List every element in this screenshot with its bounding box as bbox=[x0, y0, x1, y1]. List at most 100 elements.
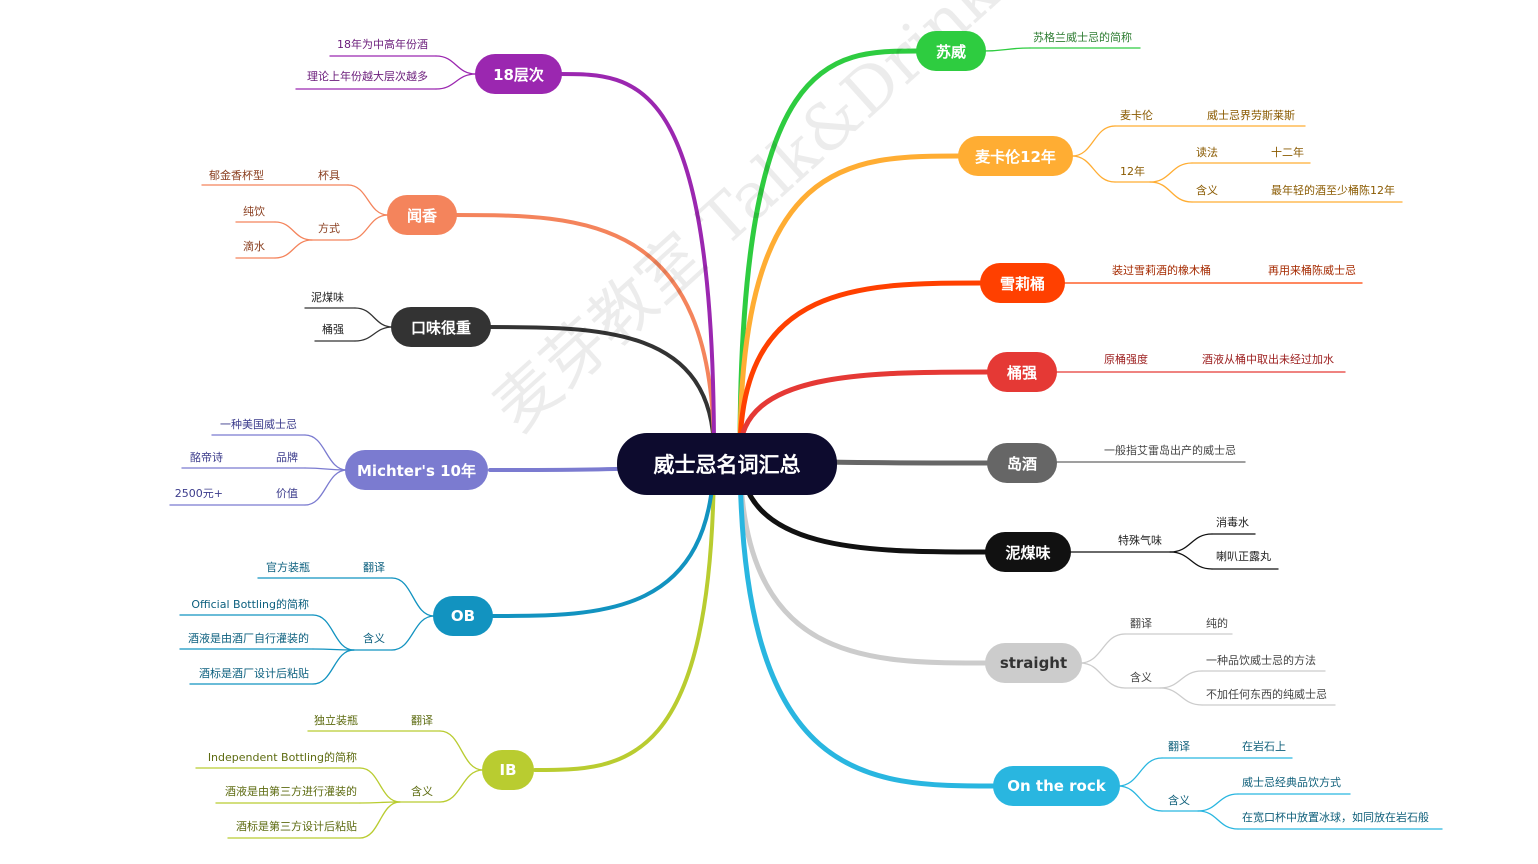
rock-mean-link bbox=[1117, 785, 1163, 812]
mac-mean: 含义 bbox=[1196, 184, 1218, 197]
mac-year-link bbox=[1071, 155, 1116, 183]
cask-b: 酒液从桶中取出未经过加水 bbox=[1202, 353, 1334, 366]
straight-mean: 含义 bbox=[1130, 671, 1152, 684]
smell-cup: 杯具 bbox=[318, 169, 340, 182]
ob-mean-c: 酒标是酒厂设计后粘贴 bbox=[199, 667, 309, 680]
branch-ob-connector bbox=[491, 451, 716, 618]
rock-mean-b: 在宽口杯中放置冰球，如同放在岩石般 bbox=[1242, 811, 1429, 824]
ob-mean-a: Official Bottling的简称 bbox=[191, 598, 309, 611]
ob-a-link bbox=[312, 614, 355, 651]
branch-straight-connector bbox=[737, 450, 990, 666]
node-macallan-12[interactable]: 麦卡伦12年 bbox=[958, 136, 1073, 176]
sherry-b: 再用来桶陈威士忌 bbox=[1268, 264, 1356, 277]
mac-read: 读法 bbox=[1196, 146, 1218, 159]
straight-mean-b: 不加任何东西的纯威士忌 bbox=[1206, 688, 1327, 701]
ib-trans-val: 独立装瓶 bbox=[314, 714, 358, 727]
mich-price-link bbox=[304, 469, 348, 506]
smell-way: 方式 bbox=[318, 222, 340, 235]
straight-b-link bbox=[1159, 687, 1203, 706]
straight-trans-link bbox=[1079, 633, 1126, 664]
node-michters-10[interactable]: Michter's 10年 bbox=[345, 450, 488, 490]
rock-a-link bbox=[1197, 793, 1239, 812]
suwei-sub-link bbox=[982, 47, 1031, 52]
age-a: 18年为中高年份酒 bbox=[337, 38, 428, 51]
ib-mean-a: Independent Bottling的简称 bbox=[207, 751, 357, 764]
mich-a-link bbox=[304, 434, 348, 471]
ob-mean: 含义 bbox=[363, 632, 385, 645]
node-on-the-rock[interactable]: On the rock bbox=[993, 766, 1120, 806]
center-node[interactable]: 威士忌名词汇总 bbox=[617, 433, 837, 495]
mich-brand: 品牌 bbox=[276, 451, 298, 464]
age-b: 理论上年份越大层次越多 bbox=[307, 70, 428, 83]
node-ib[interactable]: IB bbox=[482, 750, 534, 790]
straight-a-link bbox=[1159, 670, 1203, 689]
mac-read-val: 十二年 bbox=[1271, 146, 1304, 159]
node-sherry-cask[interactable]: 雪莉桶 bbox=[980, 263, 1065, 303]
node-nosing[interactable]: 闻香 bbox=[387, 195, 457, 235]
node-suwei[interactable]: 苏威 bbox=[916, 31, 986, 71]
peat-b-link bbox=[1169, 533, 1213, 553]
age-b-link bbox=[435, 73, 477, 90]
node-island-whisky[interactable]: 岛酒 bbox=[987, 443, 1057, 483]
ob-trans: 翻译 bbox=[363, 561, 385, 574]
peat-c: 喇叭正露丸 bbox=[1216, 550, 1271, 563]
heavy-a: 泥煤味 bbox=[311, 291, 344, 304]
ib-trans-link bbox=[439, 730, 484, 771]
ob-trans-link bbox=[391, 577, 435, 617]
cask-a: 原桶强度 bbox=[1104, 353, 1148, 366]
sherry-a: 装过雪莉酒的橡木桶 bbox=[1112, 264, 1211, 277]
branch-smell-connector bbox=[453, 213, 716, 455]
node-peat-flavor[interactable]: 泥煤味 bbox=[985, 532, 1071, 572]
ib-a-link bbox=[359, 767, 401, 803]
ob-mean-link bbox=[391, 615, 435, 651]
branch-macallan-connector bbox=[737, 153, 963, 456]
mac-read-link bbox=[1149, 162, 1193, 183]
mac-brand-desc: 威士忌界劳斯莱斯 bbox=[1207, 109, 1295, 122]
mich-brand-link bbox=[304, 467, 348, 471]
straight-trans: 翻译 bbox=[1130, 617, 1152, 630]
branch-cask-connector bbox=[737, 369, 992, 456]
mac-brand-link bbox=[1071, 125, 1116, 157]
smell-b-link bbox=[274, 239, 313, 259]
suwei-desc: 苏格兰威士忌的简称 bbox=[1033, 31, 1132, 44]
node-18-layers[interactable]: 18层次 bbox=[475, 54, 562, 94]
rock-trans-val: 在岩石上 bbox=[1242, 740, 1286, 753]
branch-sherry-connector bbox=[737, 280, 985, 456]
node-cask-strength[interactable]: 桶强 bbox=[987, 352, 1057, 392]
peat-b: 消毒水 bbox=[1216, 516, 1249, 529]
heavy-a-link bbox=[354, 307, 394, 328]
straight-trans-val: 纯的 bbox=[1206, 617, 1228, 630]
branch-rock-connector bbox=[737, 450, 998, 789]
smell-cup-link bbox=[347, 184, 389, 216]
mich-a: 一种美国威士忌 bbox=[220, 418, 297, 431]
branch-heavy-connector bbox=[486, 325, 716, 455]
node-straight[interactable]: straight bbox=[985, 643, 1082, 683]
heavy-b: 桶强 bbox=[322, 323, 344, 336]
smell-cup-val: 郁金香杯型 bbox=[209, 169, 264, 182]
mac-brand: 麦卡伦 bbox=[1120, 109, 1153, 122]
rock-b-link bbox=[1197, 810, 1239, 830]
ib-c-link bbox=[359, 801, 401, 839]
ob-trans-val: 官方装瓶 bbox=[266, 561, 310, 574]
mich-price: 价值 bbox=[276, 487, 298, 500]
rock-trans: 翻译 bbox=[1168, 740, 1190, 753]
branch-suwei-connector bbox=[737, 48, 921, 456]
age-a-link bbox=[435, 55, 477, 75]
branch-ib-connector bbox=[533, 451, 716, 772]
ob-c-link bbox=[312, 649, 355, 685]
ob-mean-b: 酒液是由酒厂自行灌装的 bbox=[188, 632, 309, 645]
mac-year: 12年 bbox=[1120, 165, 1145, 178]
smell-way-a: 纯饮 bbox=[243, 205, 265, 218]
node-heavy-taste[interactable]: 口味很重 bbox=[391, 307, 491, 347]
smell-way-link bbox=[347, 214, 389, 241]
straight-mean-link bbox=[1079, 662, 1126, 689]
ib-mean-b: 酒液是由第三方进行灌装的 bbox=[225, 785, 357, 798]
rock-trans-link bbox=[1117, 757, 1163, 787]
node-ob[interactable]: OB bbox=[433, 596, 493, 636]
peat-c-link bbox=[1169, 551, 1213, 570]
ib-mean: 含义 bbox=[411, 785, 433, 798]
mac-mean-val: 最年轻的酒至少桶陈12年 bbox=[1271, 184, 1395, 197]
branch-age-connector bbox=[558, 72, 716, 455]
ib-trans: 翻译 bbox=[411, 714, 433, 727]
smell-a-link bbox=[274, 221, 313, 241]
